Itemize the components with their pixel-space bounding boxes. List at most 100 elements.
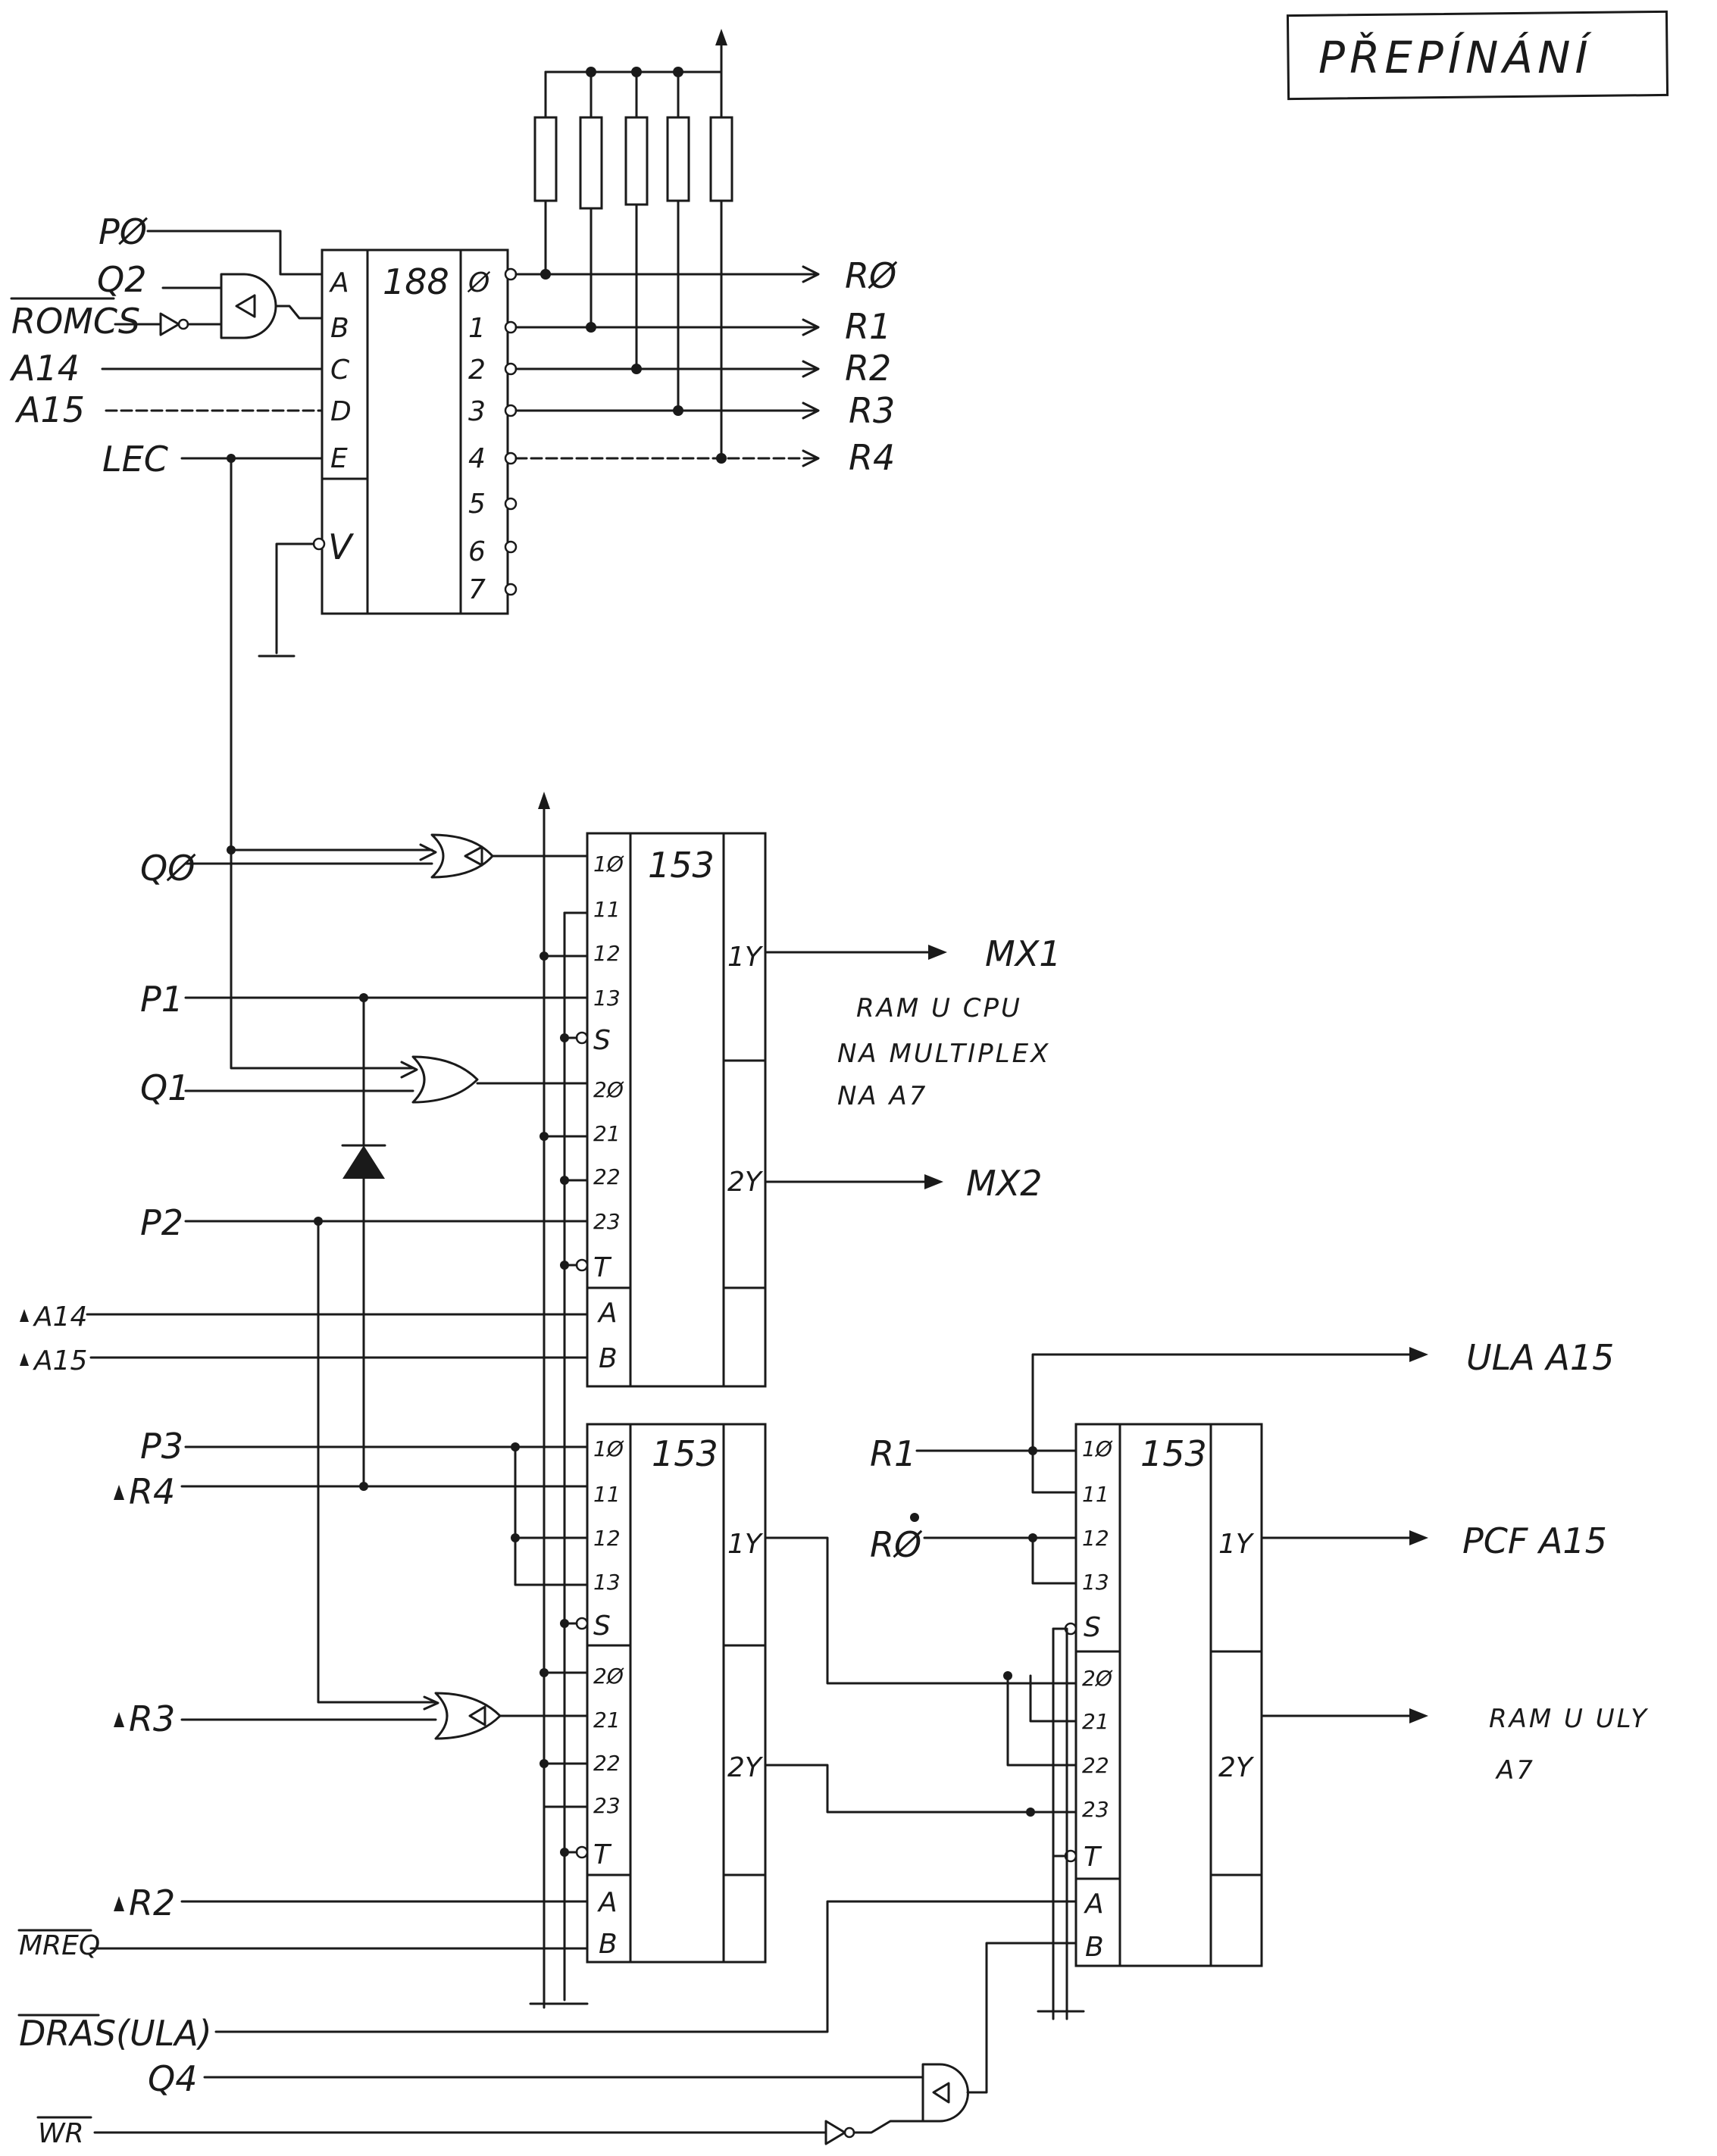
- input-r4-bus: R4: [114, 1471, 175, 1512]
- output-mx1-label: MX1: [985, 933, 1061, 974]
- chip-153-a-part: 153: [648, 845, 715, 886]
- chip-153-b-pin-t: T: [593, 1839, 612, 1870]
- resistor-r1: [579, 116, 603, 210]
- chip-153-a: 153 1Ø 11 12 13 S 2Ø 21 22 23 T A B 1Y 2…: [575, 832, 767, 1388]
- chip-153-c-pin-20: 2Ø: [1082, 1666, 1113, 1691]
- chip-188-pin-0: Ø: [467, 267, 491, 298]
- chip-153-a-pin-1y: 1Y: [727, 942, 764, 973]
- input-a14-label: A14: [9, 348, 80, 389]
- chip-153-c-pin-b: B: [1085, 1932, 1104, 1963]
- input-r0-label: RØ: [870, 1524, 923, 1565]
- b-2y-to-c: [764, 1764, 1077, 1814]
- chip-153-c-pin-t: T: [1084, 1842, 1102, 1873]
- lec-to-or-b: [230, 848, 414, 1070]
- chip-188-pin-d: D: [330, 396, 352, 427]
- and-gate-q4-wr: [921, 2063, 969, 2123]
- chip-153-c-pin-a: A: [1084, 1889, 1104, 1920]
- chip-153-c-pin-23: 23: [1082, 1797, 1109, 1822]
- chip-153-b-pin-21: 21: [593, 1708, 621, 1733]
- a15-bus-arrow: [20, 1353, 29, 1366]
- input-a15-bus-label: A15: [33, 1345, 87, 1376]
- input-dras: DRAS(ULA): [17, 2013, 212, 2054]
- output-r4-label: R4: [849, 437, 895, 478]
- or-gate-q1: [411, 1055, 479, 1104]
- input-mreq-label: MREQ: [19, 1930, 100, 1961]
- chip-153-a-pin-10: 1Ø: [593, 851, 624, 876]
- chip-153-b-pin-1y: 1Y: [727, 1529, 764, 1560]
- r3-bus-arrow: [114, 1712, 124, 1727]
- chip-188-pin-c: C: [330, 355, 350, 386]
- and-gate-inner-triangle: [235, 294, 256, 318]
- input-a15-label: A15: [14, 389, 85, 430]
- input-wr: WR: [36, 2116, 92, 2149]
- r4-bus-arrow: [114, 1485, 124, 1500]
- input-r2-bus: R2: [114, 1883, 175, 1923]
- mx1-note-line-2: NA MULTIPLEX: [837, 1039, 1050, 1069]
- chip-153-b-pin-s: S: [593, 1611, 611, 1642]
- a14-bus-arrow: [20, 1309, 29, 1322]
- input-p1-label: P1: [140, 979, 183, 1020]
- chip-153-a-pin-22: 22: [593, 1164, 621, 1189]
- chip-153-b-pin-2y: 2Y: [727, 1752, 764, 1783]
- p2-to-or-c: [317, 1220, 437, 1704]
- input-r2-bus-label: R2: [129, 1883, 175, 1923]
- chip-153-b-pin-20: 2Ø: [593, 1664, 624, 1689]
- chip-153-c-pin-10: 1Ø: [1082, 1436, 1113, 1461]
- chip-153-c-pin-12: 12: [1082, 1526, 1109, 1551]
- chip-188-pin-4: 4: [468, 443, 486, 474]
- title-block: PŘEPÍNÁNÍ: [1286, 10, 1669, 101]
- chip-188-pin-b: B: [330, 313, 349, 344]
- mx1-note: RAM U CPU NA MULTIPLEX NA A7: [837, 993, 1050, 1111]
- chip-153-a-pin-2y: 2Y: [727, 1167, 764, 1198]
- dras-wire: [214, 1900, 1077, 2033]
- chip-188-pin-2: 2: [468, 355, 486, 386]
- input-mreq: MREQ: [17, 1929, 100, 1961]
- input-a14-bus: A14: [20, 1301, 87, 1333]
- output-ram-ula-a7: RAM U ULY A7: [1489, 1704, 1647, 1786]
- chip-188-pin-7: 7: [468, 574, 486, 605]
- output-r2-label: R2: [845, 348, 891, 389]
- or-gate-r3: [434, 1692, 502, 1740]
- input-p0-label: PØ: [99, 211, 149, 252]
- chip-153-c-part: 153: [1140, 1433, 1207, 1474]
- chip-153-a-pin-b: B: [599, 1343, 618, 1374]
- chip-153-c-pin-22: 22: [1082, 1753, 1109, 1778]
- chip-153-c-pin-21: 21: [1082, 1709, 1109, 1734]
- chip-153-b-pin-11: 11: [593, 1482, 621, 1507]
- wr-inverter: [824, 2120, 846, 2145]
- input-r3-bus-label: R3: [129, 1698, 175, 1739]
- chip-153-b-part: 153: [652, 1433, 718, 1474]
- input-q1-label: Q1: [140, 1067, 189, 1108]
- output-r3-label: R3: [849, 390, 895, 431]
- input-dras-label: DRAS(ULA): [19, 2013, 212, 2054]
- input-a14-bus-label: A14: [33, 1301, 87, 1333]
- chip-153-c-pin-11: 11: [1082, 1482, 1109, 1507]
- input-r3-bus: R3: [114, 1698, 175, 1739]
- chip-153-a-pin-13: 13: [593, 986, 621, 1011]
- resistor-r0: [533, 116, 558, 202]
- chip-188-body: [321, 248, 509, 615]
- mx1-note-line-1: RAM U CPU: [856, 993, 1022, 1023]
- output-mx2-label: MX2: [966, 1163, 1042, 1204]
- output-r1-label: R1: [845, 306, 891, 347]
- chip-188-pin-v: V: [328, 527, 355, 567]
- chip-188-pin-e: E: [330, 443, 348, 474]
- chip-153-c-pin-2y: 2Y: [1218, 1752, 1255, 1783]
- r2-bus-arrow: [114, 1896, 124, 1911]
- resistor-r3: [666, 116, 690, 202]
- ula-a15-wire: [1031, 1353, 1426, 1452]
- input-wr-label: WR: [38, 2118, 84, 2149]
- chip-153-c: 153 1Ø 11 12 13 S 2Ø 21 22 23 T A B 1Y 2…: [1064, 1423, 1263, 1967]
- or-gate-q0: [430, 833, 494, 879]
- input-q4-label: Q4: [148, 2058, 197, 2099]
- chip-153-b-pin-b: B: [599, 1929, 618, 1960]
- output-ula-a15-label: ULA A15: [1466, 1337, 1614, 1378]
- chip-188: 188 A B C D E V Ø 1 2 3 4 5 6 7: [312, 248, 518, 615]
- input-r4-bus-label: R4: [129, 1471, 175, 1512]
- input-r1-label: R1: [870, 1433, 916, 1474]
- chip-153-b-pin-22: 22: [593, 1751, 621, 1776]
- chip-153-b-body: [586, 1423, 767, 1964]
- chip-188-pin-3: 3: [468, 396, 486, 427]
- and-gate-q2-romcs: [220, 273, 277, 339]
- chip-153-a-pin-23: 23: [593, 1209, 621, 1234]
